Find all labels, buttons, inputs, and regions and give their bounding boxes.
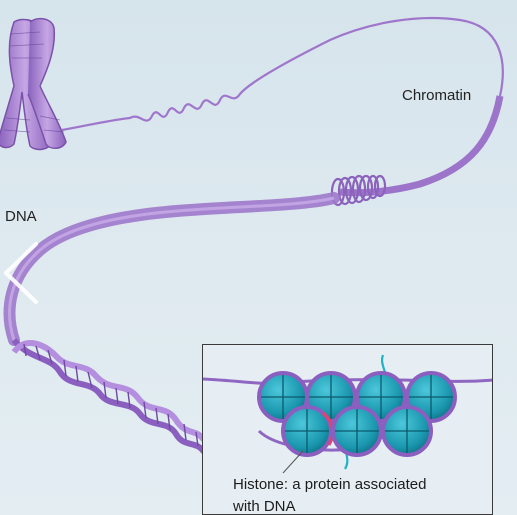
histone-caption-line2: with DNA xyxy=(233,498,296,515)
nucleosome-illustration xyxy=(203,354,492,474)
coiled-fiber xyxy=(339,95,504,197)
histone xyxy=(331,405,383,457)
histone-highlighted xyxy=(281,405,335,457)
histone-pointer xyxy=(282,450,304,474)
previous-button[interactable] xyxy=(0,238,44,308)
dna-label: DNA xyxy=(5,208,37,225)
nucleosome-string xyxy=(3,192,340,346)
chevron-left-icon xyxy=(4,242,38,304)
solenoid-coils xyxy=(330,174,387,207)
chromatin-fiber xyxy=(61,16,504,132)
histone-inset: Histone: a protein associated with DNA xyxy=(202,344,493,515)
chromosome-shape xyxy=(0,17,67,151)
chromatin-label: Chromatin xyxy=(402,87,472,104)
double-helix xyxy=(11,338,207,454)
histone-caption: Histone: a protein associated with DNA xyxy=(233,474,427,515)
histone xyxy=(381,405,433,457)
histone-caption-line1: Histone: a protein associated xyxy=(233,476,427,493)
